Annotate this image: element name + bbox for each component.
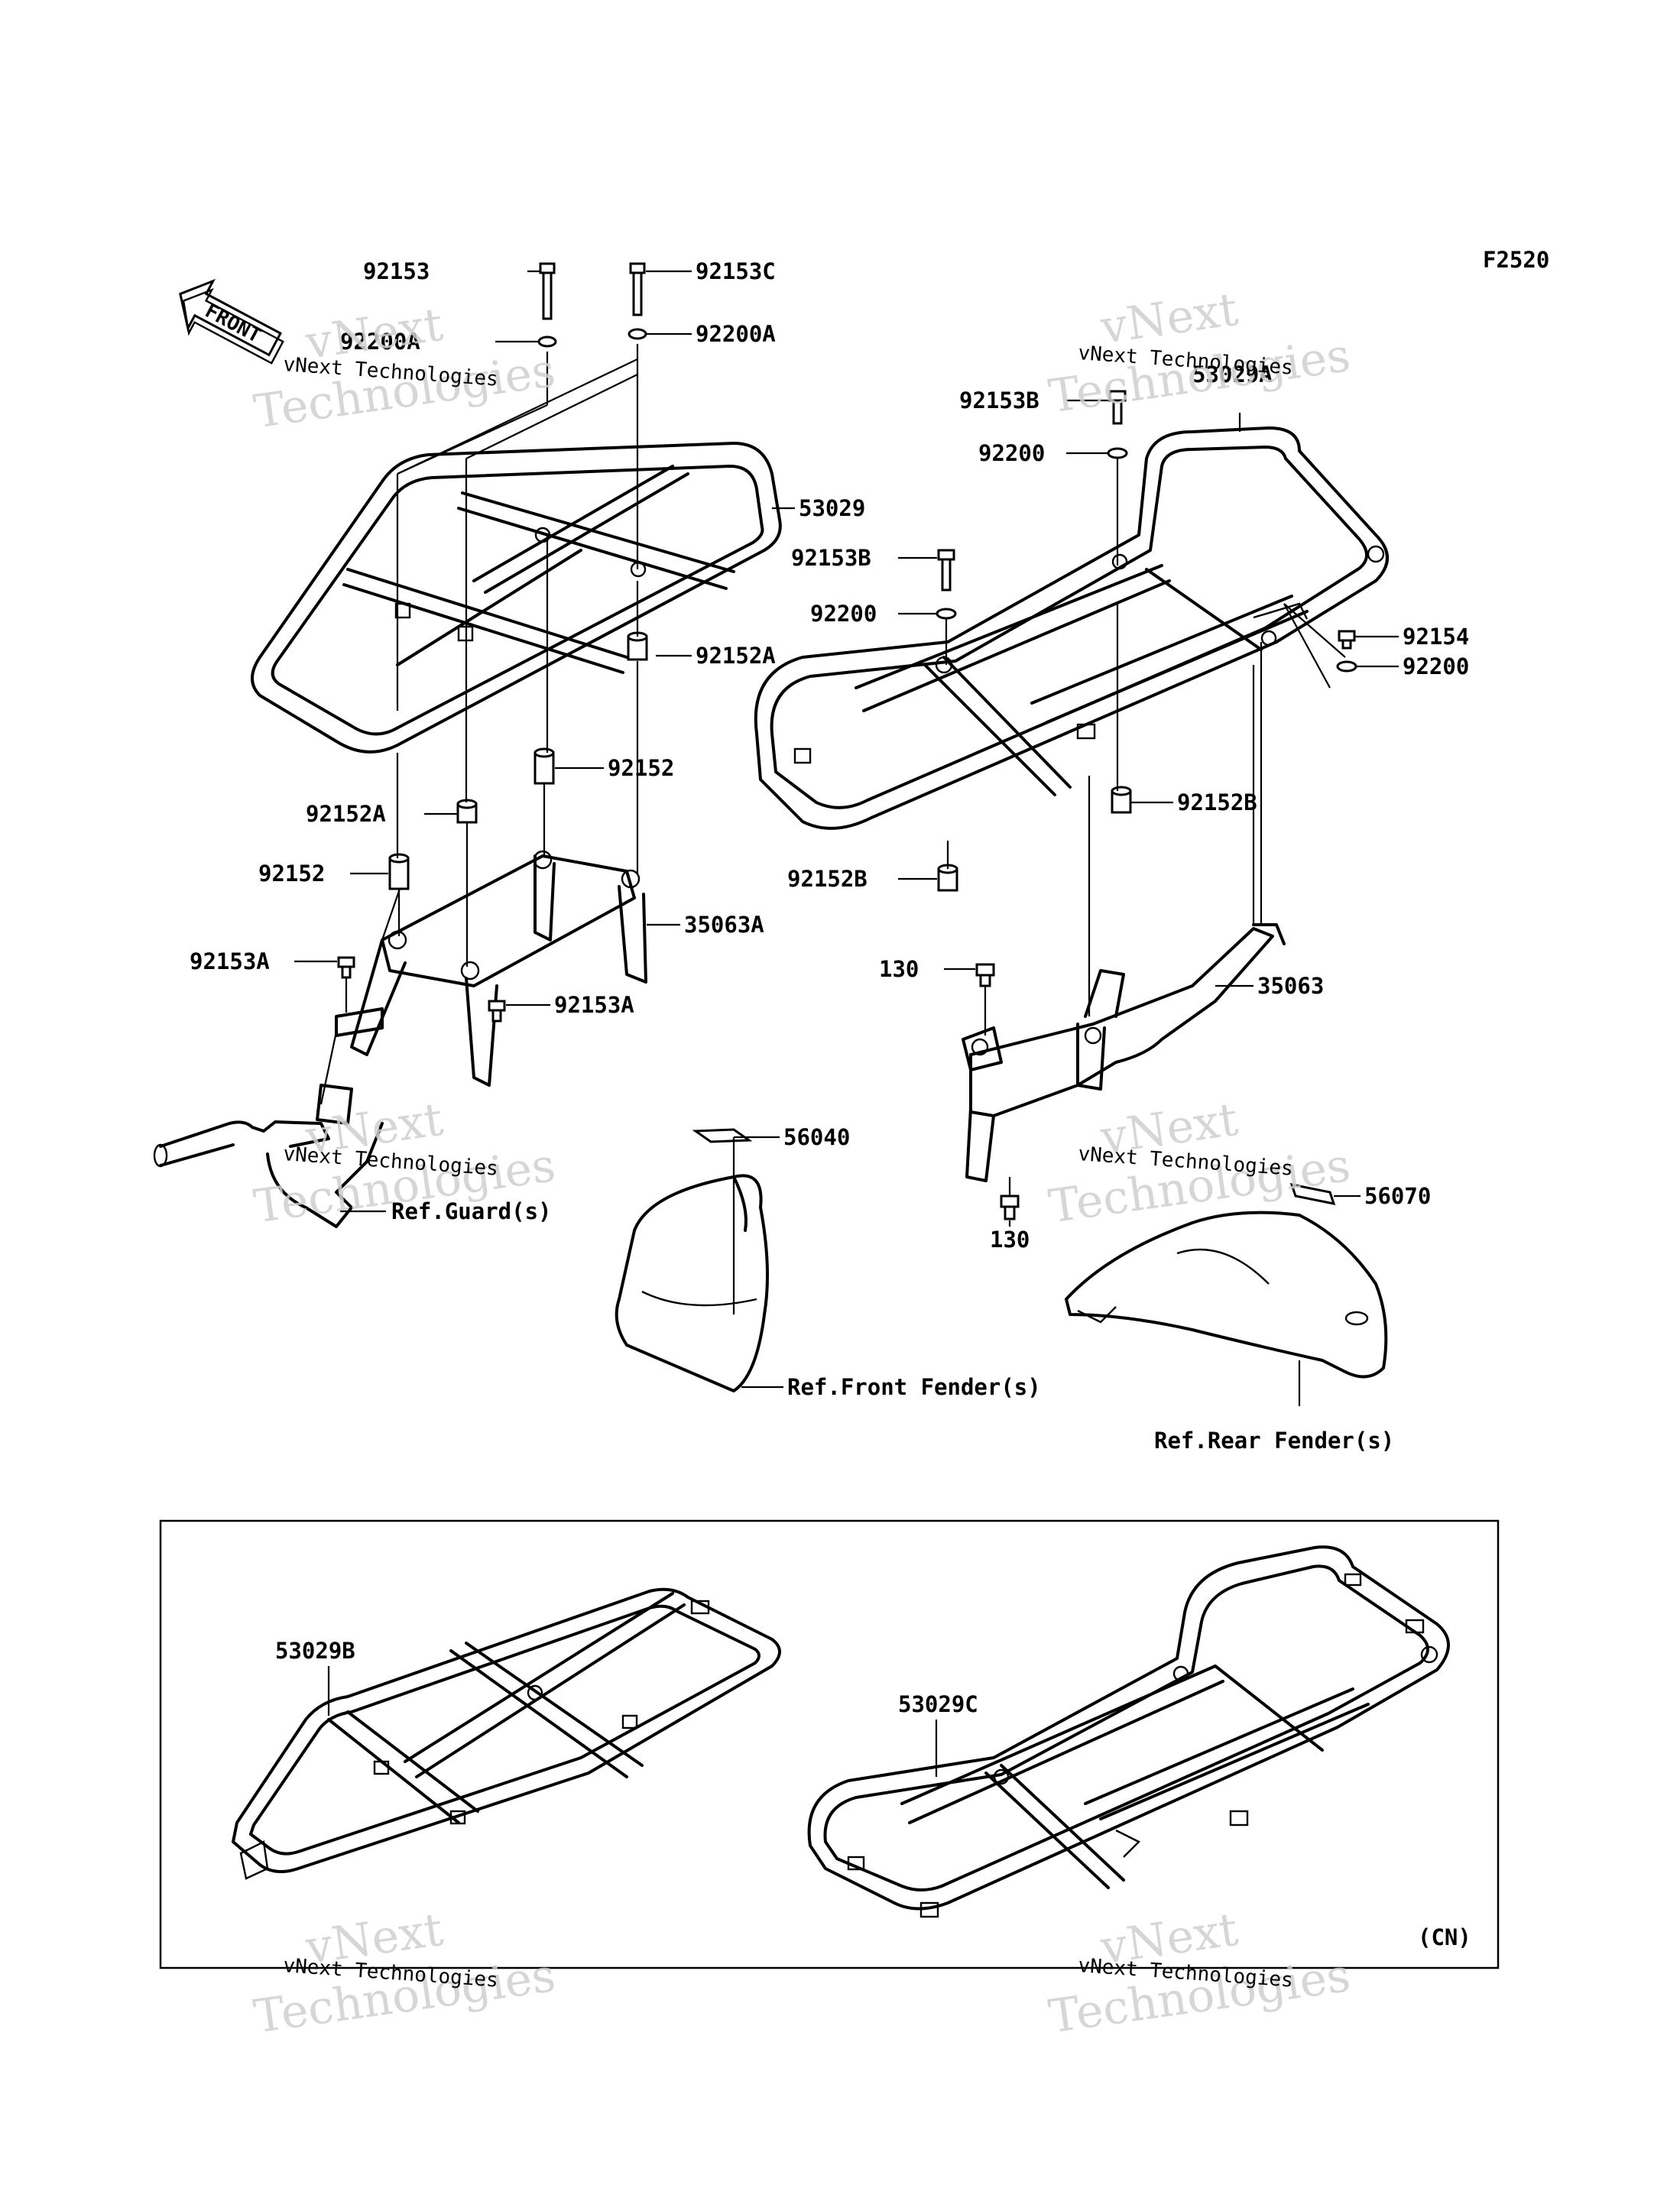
pad-56040 xyxy=(692,1128,753,1143)
callout-ref-rear-fender: Ref.Rear Fender(s) xyxy=(1154,1428,1394,1454)
callout-92152-left: 92152 xyxy=(258,861,325,887)
front-arrow-icon: FRONT xyxy=(179,278,284,365)
collar-92152-left-icon xyxy=(388,853,410,890)
variant-label: (CN) xyxy=(1418,1924,1471,1950)
callout-92153c: 92153C xyxy=(696,258,776,284)
figure-code: F2520 xyxy=(1483,247,1549,273)
collar-92152-mid-icon xyxy=(534,747,555,785)
washer-92200a-right-icon xyxy=(628,328,647,340)
front-fender-reference-outline xyxy=(615,1174,769,1392)
callout-130-bottom: 130 xyxy=(990,1227,1030,1253)
callout-53029: 53029 xyxy=(799,495,865,521)
guard-reference-outline xyxy=(153,1084,384,1228)
callout-92200-top: 92200 xyxy=(978,440,1045,466)
callout-ref-guard: Ref.Guard(s) xyxy=(391,1198,552,1224)
washer-92200-right-icon xyxy=(1336,660,1357,673)
callout-56040: 56040 xyxy=(783,1124,850,1150)
washer-92200a-left-icon xyxy=(537,335,557,348)
callout-92152-mid: 92152 xyxy=(608,755,674,781)
callout-53029c: 53029C xyxy=(898,1691,978,1717)
callout-56070: 56070 xyxy=(1364,1183,1431,1209)
pad-56070 xyxy=(1289,1183,1336,1205)
bolt-92153b-top-icon xyxy=(1108,390,1127,425)
front-carrier-bracket-35063a xyxy=(335,850,647,1087)
bolt-92153c-icon xyxy=(629,262,646,316)
bolt-92153-icon xyxy=(539,262,556,320)
collar-92152a-left-icon xyxy=(456,799,478,824)
leader-lines xyxy=(294,270,1399,1406)
callout-53029b: 53029B xyxy=(275,1638,355,1664)
callout-labels: 92153 92153C 92200A 92200A 53029 92152A … xyxy=(190,258,1469,1454)
collar-92152b-right-icon xyxy=(1111,786,1132,814)
carrier-variant-53029c xyxy=(807,1545,1450,1918)
front-carrier-53029 xyxy=(251,442,782,754)
bolt-130-top-icon xyxy=(975,963,995,987)
callout-92152b-right: 92152B xyxy=(1177,789,1257,815)
front-arrow-label: FRONT xyxy=(201,300,264,348)
callout-53029a: 53029A xyxy=(1192,361,1273,387)
carrier-variant-53029b xyxy=(232,1587,781,1880)
callout-ref-front-fender: Ref.Front Fender(s) xyxy=(787,1374,1041,1400)
washer-92200-top-icon xyxy=(1107,447,1128,459)
bolt-92153a-mid-icon xyxy=(488,1000,506,1023)
rear-fender-reference-outline xyxy=(1065,1211,1388,1379)
bolt-92153b-mid-icon xyxy=(937,549,955,592)
callout-92152a-top: 92152A xyxy=(696,643,776,669)
callout-92152a-left: 92152A xyxy=(306,801,386,827)
variant-box: 53029B 53029C (CN) xyxy=(159,1519,1500,1969)
rear-carrier-53029a xyxy=(754,426,1389,830)
callout-92200-mid: 92200 xyxy=(810,601,877,627)
rear-carrier-bracket-35063 xyxy=(962,923,1286,1182)
callout-35063: 35063 xyxy=(1257,973,1324,999)
callout-92153a-left: 92153A xyxy=(190,948,270,974)
callout-92200a-right: 92200A xyxy=(696,321,776,347)
callout-130-top: 130 xyxy=(879,956,919,982)
collar-92152a-top-icon xyxy=(627,631,648,661)
left-fasteners xyxy=(337,262,648,1023)
callout-92152b-left: 92152B xyxy=(787,866,868,892)
washer-92200-mid-icon xyxy=(936,608,957,620)
callout-92153b-top: 92153B xyxy=(959,387,1039,413)
callout-92153: 92153 xyxy=(363,258,430,284)
bolt-92154-icon xyxy=(1338,630,1356,650)
bolt-92153a-left-icon xyxy=(337,956,355,979)
callout-35063a: 35063A xyxy=(684,912,764,938)
callout-92153b-mid: 92153B xyxy=(791,545,871,571)
right-fasteners xyxy=(936,390,1357,1220)
callout-92200-right: 92200 xyxy=(1403,653,1469,679)
bolt-130-bottom-icon xyxy=(1000,1195,1020,1220)
callout-92200a-left: 92200A xyxy=(340,329,420,355)
callout-92154: 92154 xyxy=(1403,624,1469,650)
callout-92153a-mid: 92153A xyxy=(554,992,634,1018)
